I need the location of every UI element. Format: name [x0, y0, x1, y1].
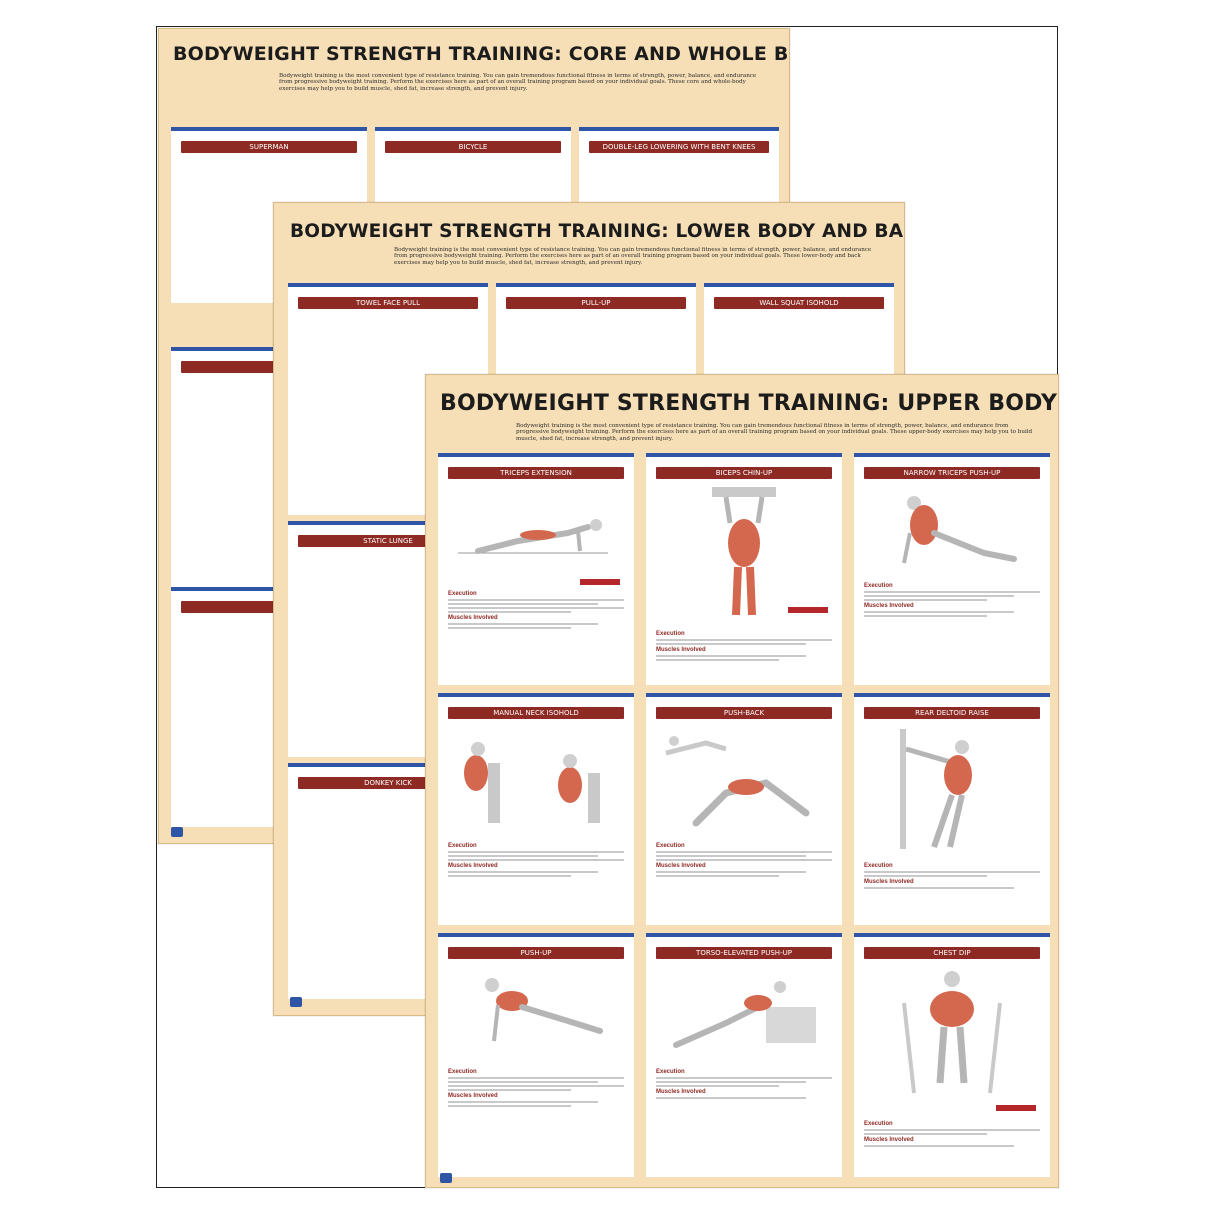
card-rear-deltoid-raise: REAR DELTOID RAISE Execution Muscles Inv… — [854, 693, 1050, 925]
execution-heading: Execution — [864, 863, 893, 869]
card-title: REAR DELTOID RAISE — [864, 707, 1040, 719]
card-title: PUSH-UP — [448, 947, 624, 959]
card-text: Execution Muscles Involved — [864, 861, 1040, 891]
card-title: TRICEPS EXTENSION — [448, 467, 624, 479]
muscles-heading: Muscles Involved — [448, 615, 498, 621]
execution-heading: Execution — [448, 1069, 477, 1075]
card-title: SUPERMAN — [181, 141, 357, 153]
card-title: BICEPS CHIN-UP — [656, 467, 832, 479]
card-title: TOWEL FACE PULL — [298, 297, 478, 309]
exercise-illustration — [854, 723, 1050, 853]
card-text: Execution Muscles Involved — [448, 589, 624, 631]
card-manual-neck-isohold: MANUAL NECK ISOHOLD Execution Muscles In… — [438, 693, 634, 925]
poster-intro: Bodyweight training is the most convenie… — [394, 247, 872, 266]
execution-heading: Execution — [448, 843, 477, 849]
card-push-up: PUSH-UP Execution Muscles Involved — [438, 933, 634, 1177]
muscles-heading: Muscles Involved — [448, 1093, 498, 1099]
exercise-illustration — [646, 723, 842, 833]
execution-heading: Execution — [656, 1069, 685, 1075]
card-push-back: PUSH-BACK Execution Muscles Involved — [646, 693, 842, 925]
execution-heading: Execution — [448, 591, 477, 597]
poster-title: BODYWEIGHT STRENGTH TRAINING: LOWER BODY… — [290, 221, 905, 242]
card-title: CHEST DIP — [864, 947, 1040, 959]
exercise-illustration — [854, 483, 1050, 573]
exercise-illustration — [438, 483, 634, 573]
card-title: NARROW TRICEPS PUSH-UP — [864, 467, 1040, 479]
card-title: PULL-UP — [506, 297, 686, 309]
safety-tag — [788, 607, 828, 613]
card-chest-dip: CHEST DIP Execution Muscles Involved — [854, 933, 1050, 1177]
card-text: Execution Muscles Involved — [448, 1067, 624, 1109]
card-biceps-chin-up: BICEPS CHIN-UP Execution Muscles Involve… — [646, 453, 842, 685]
card-title: PUSH-BACK — [656, 707, 832, 719]
card-title: DOUBLE-LEG LOWERING WITH BENT KNEES — [589, 141, 769, 153]
muscles-heading: Muscles Involved — [448, 863, 498, 869]
publisher-logo — [290, 997, 302, 1007]
muscles-heading: Muscles Involved — [864, 879, 914, 885]
card-text: Execution Muscles Involved — [656, 629, 832, 663]
poster-title: BODYWEIGHT STRENGTH TRAINING: CORE AND W… — [173, 43, 790, 65]
card-text: Execution Muscles Involved — [864, 1119, 1040, 1149]
card-title: MANUAL NECK ISOHOLD — [448, 707, 624, 719]
card-text: Execution Muscles Involved — [656, 841, 832, 879]
exercise-illustration — [646, 483, 842, 623]
card-title: TORSO-ELEVATED PUSH-UP — [656, 947, 832, 959]
muscles-heading: Muscles Involved — [864, 1137, 914, 1143]
muscles-heading: Muscles Involved — [656, 1089, 706, 1095]
card-text: Execution Muscles Involved — [656, 1067, 832, 1101]
exercise-illustration — [438, 723, 634, 833]
publisher-logo — [171, 827, 183, 837]
poster-title: BODYWEIGHT STRENGTH TRAINING: UPPER BODY — [440, 391, 1058, 416]
card-title: BICYCLE — [385, 141, 561, 153]
card-triceps-extension: TRICEPS EXTENSION Execution Muscles Invo… — [438, 453, 634, 685]
execution-heading: Execution — [864, 1121, 893, 1127]
muscles-heading: Muscles Involved — [656, 863, 706, 869]
poster-intro: Bodyweight training is the most convenie… — [279, 73, 757, 92]
safety-tag — [580, 579, 620, 585]
muscles-heading: Muscles Involved — [656, 647, 706, 653]
execution-heading: Execution — [864, 583, 893, 589]
safety-tag — [996, 1105, 1036, 1111]
publisher-logo — [440, 1173, 452, 1183]
card-torso-elevated-push-up: TORSO-ELEVATED PUSH-UP Execution Muscles… — [646, 933, 842, 1177]
poster-upper-body: BODYWEIGHT STRENGTH TRAINING: UPPER BODY… — [425, 374, 1059, 1188]
execution-heading: Execution — [656, 631, 685, 637]
exercise-illustration — [646, 963, 842, 1055]
card-text: Execution Muscles Involved — [864, 581, 1040, 619]
exercise-illustration — [854, 963, 1050, 1103]
poster-intro: Bodyweight training is the most convenie… — [516, 423, 1033, 442]
execution-heading: Execution — [656, 843, 685, 849]
muscles-heading: Muscles Involved — [864, 603, 914, 609]
card-title: WALL SQUAT ISOHOLD — [714, 297, 884, 309]
card-narrow-triceps-push-up: NARROW TRICEPS PUSH-UP Execution Muscles… — [854, 453, 1050, 685]
card-text: Execution Muscles Involved — [448, 841, 624, 879]
exercise-illustration — [438, 963, 634, 1053]
